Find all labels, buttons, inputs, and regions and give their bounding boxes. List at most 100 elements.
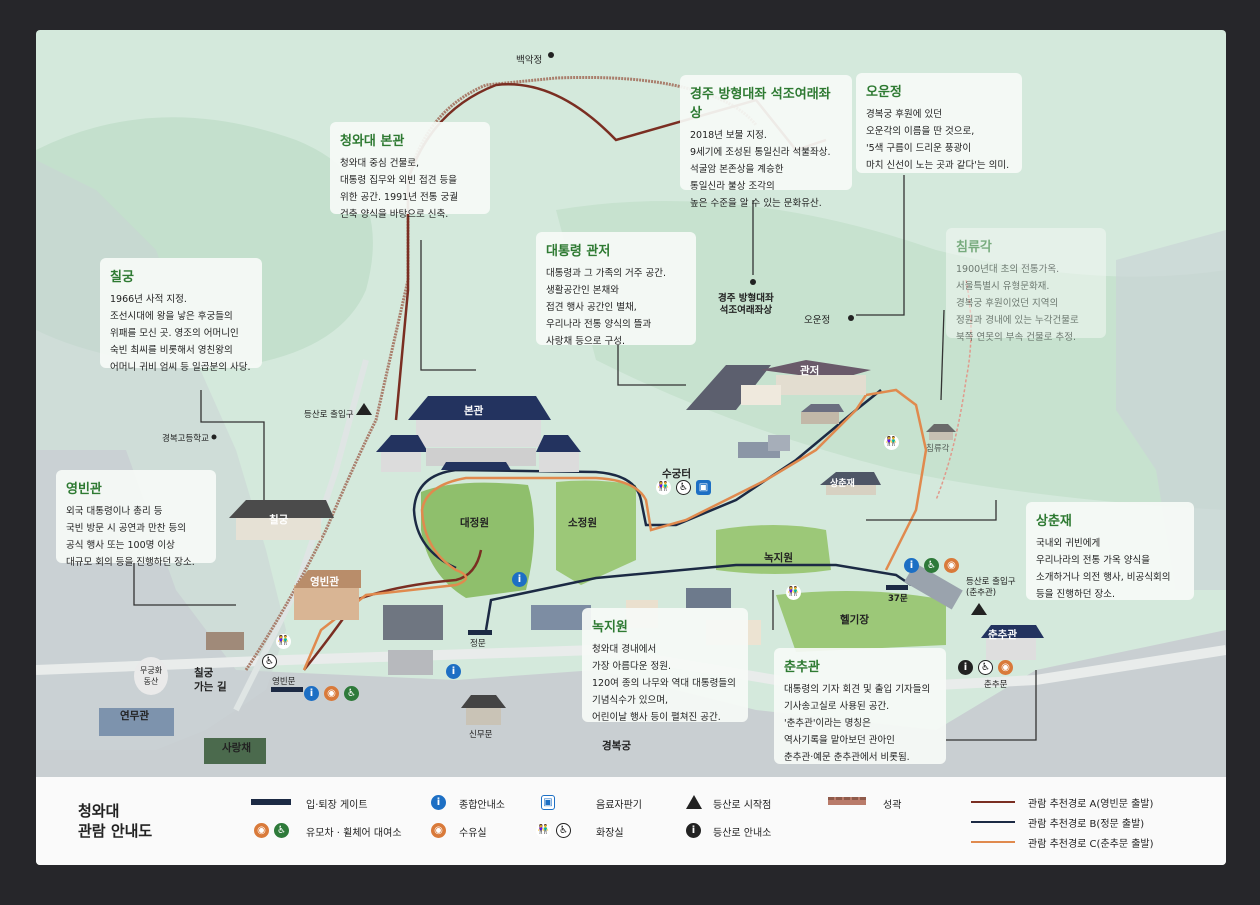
callout-title: 춘추관 [784, 660, 820, 675]
yeonmugwan-building [99, 708, 174, 736]
sugung-building [768, 435, 790, 451]
wheelchair-icon[interactable]: ♿ [676, 480, 691, 495]
label-trailhead-west: 등산로 출입구 [304, 410, 354, 420]
nursing-icon[interactable]: ◉ [998, 660, 1013, 675]
callout-text: 1900년대 초의 전통가옥. 서울특별시 유형문화재. 경복궁 후원이었던 지… [956, 264, 1079, 343]
office-building [531, 605, 591, 630]
map-title-line2: 관람 안내도 [78, 822, 153, 840]
hall-building [206, 632, 244, 650]
route-b-line [412, 389, 912, 631]
chunchugwan-building [981, 625, 1044, 660]
callout-main-hall: 청와대 본관 청와대 중심 건물로, 대통령 집무와 외빈 접견 등을 위한 공… [330, 122, 490, 220]
nursing-icon: ◉ [431, 823, 446, 838]
sarangchae-building [204, 738, 266, 764]
trail-info-icon: i [686, 823, 701, 838]
label-sojeongwon: 소정원 [568, 517, 597, 529]
info-icon[interactable]: i [304, 686, 319, 701]
legend-route-c: 관람 추천경로 C(춘추문 출발) [1028, 839, 1154, 850]
info-icon[interactable]: i [512, 572, 527, 587]
callout-chimnyugak: 침류각 1900년대 초의 전통가옥. 서울특별시 유형문화재. 경복궁 후원이… [946, 228, 1106, 343]
legend-nursing: 수유실 [459, 828, 487, 839]
callout-text: 경복궁 후원에 있던 오운각의 이름을 딴 것으로, '5색 구름이 드리운 풍… [866, 109, 1010, 171]
fortress-icon [828, 797, 866, 805]
label-trailhead-east: 등산로 출입구 (춘추관) [966, 577, 1016, 598]
callout-text: 대통령과 그 가족의 거주 공간. 생활공간인 본채와 접견 행사 공간인 별채… [546, 268, 666, 347]
nokjiwon-lawn [716, 525, 831, 574]
legend-vending: 음료자판기 [596, 800, 642, 811]
legend-info: 종합안내소 [459, 800, 505, 811]
wheelchair-icon: ♿ [556, 823, 571, 838]
label-sarangchae: 사랑채 [222, 742, 251, 754]
wheelchair-icon[interactable]: ♿ [924, 558, 939, 573]
stroller-icon[interactable]: ◉ [944, 558, 959, 573]
restroom-icon[interactable]: 👫 [884, 435, 899, 450]
mountain-icon [356, 403, 372, 415]
restroom-icon[interactable]: 👫 [786, 585, 801, 600]
legend-trail-info: 등산로 안내소 [713, 828, 772, 839]
stroller-icon[interactable]: ◉ [324, 686, 339, 701]
legend-stroller: 유모차 · 휠체어 대여소 [306, 828, 402, 839]
label-chunchugwan: 춘추관 [988, 629, 1017, 641]
wheelchair-icon[interactable]: ♿ [344, 686, 359, 701]
callout-text: 2018년 보물 지정. 9세기에 조성된 통일신라 석불좌상. 석굴암 본존상… [690, 130, 831, 209]
gate-swatch [251, 799, 291, 805]
wheelchair-icon[interactable]: ♿ [262, 654, 277, 669]
label-buddha: 경주 방형대좌 석조여래좌상 [718, 293, 774, 316]
callout-text: 청와대 중심 건물로, 대통령 집무와 외빈 접견 등을 위한 공간. 1991… [340, 158, 458, 220]
label-to-chilgung: 칠궁 가는 길 [194, 667, 227, 693]
trail-info-icon[interactable]: i [958, 660, 973, 675]
label-sangchunjae: 상춘재 [830, 479, 855, 489]
wheelchair-icon: ♿ [274, 823, 289, 838]
callout-title: 침류각 [956, 240, 992, 255]
chilgung-building [229, 500, 334, 540]
restroom-icon[interactable]: 👫 [276, 634, 291, 649]
point-markers [211, 52, 854, 440]
label-gyeongbokgung: 경복궁 [602, 740, 631, 752]
map-title: 청와대 관람 안내도 [78, 801, 152, 841]
vending-icon[interactable]: ▣ [696, 480, 711, 495]
wheelchair-icon[interactable]: ♿ [978, 660, 993, 675]
info-icon[interactable]: i [446, 664, 461, 679]
residence-buildings [686, 360, 871, 424]
legend-trail-start: 등산로 시작점 [713, 800, 772, 811]
label-chimnyugak: 침류각 [926, 444, 950, 454]
map-title-line1: 청와대 [78, 802, 120, 820]
gate-bar [468, 630, 492, 635]
main-hall-building [376, 396, 581, 472]
callout-title: 상춘재 [1036, 514, 1072, 529]
office-building [383, 605, 443, 640]
callout-text: 청와대 경내에서 가장 아름다운 정원. 120여 종의 나무와 역대 대통령들… [592, 644, 736, 723]
callout-title: 녹지원 [592, 620, 628, 635]
callout-nokjiwon: 녹지원 청와대 경내에서 가장 아름다운 정원. 120여 종의 나무와 역대 … [582, 608, 748, 723]
callout-residence: 대통령 관저 대통령과 그 가족의 거주 공간. 생활공간인 본채와 접견 행사… [536, 232, 696, 347]
label-helipad: 헬기장 [840, 614, 869, 626]
callout-title: 칠궁 [110, 270, 134, 285]
callout-chilgung: 칠궁 1966년 사적 지정. 조선시대에 왕을 낳은 후궁들의 위패를 모신 … [100, 258, 262, 373]
urban-east [1116, 230, 1226, 590]
label-gyeongbok-hs: 경복고등학교 [162, 434, 209, 444]
callout-text: 국내외 귀빈에게 우리나라의 전통 가옥 양식을 소개하거나 의전 행사, 비공… [1036, 538, 1171, 600]
info-icon[interactable]: i [904, 558, 919, 573]
label-yeongbinmun: 영빈문 [272, 677, 296, 687]
label-residence: 관저 [800, 365, 820, 377]
label-main-hall: 본관 [464, 405, 484, 417]
mountain-icon [686, 795, 702, 809]
sangchunjae-building [820, 472, 881, 495]
route-a-swatch [971, 801, 1015, 803]
callout-sangchunjae: 상춘재 국내외 귀빈에게 우리나라의 전통 가옥 양식을 소개하거나 의전 행사… [1026, 502, 1194, 600]
gate-bar [886, 585, 908, 590]
office-building [388, 650, 433, 675]
label-chunchumun: 춘추문 [984, 680, 1008, 690]
callout-title: 영빈관 [66, 482, 102, 497]
legend-route-a: 관람 추천경로 A(영빈문 출발) [1028, 799, 1154, 810]
restroom-icon[interactable]: 👫 [656, 480, 671, 495]
route-c-swatch [971, 841, 1015, 843]
yeongbingwan-building [294, 570, 361, 620]
office-building [686, 588, 731, 608]
callout-chunchugwan: 춘추관 대통령의 기자 회견 및 출입 기자들의 기사송고실로 사용된 공간. … [774, 648, 946, 764]
callout-yeongbingwan: 영빈관 외국 대통령이나 총리 등 국빈 방문 시 공연과 만찬 등의 공식 행… [56, 470, 216, 568]
info-icon: i [431, 795, 446, 810]
map-card: 청와대 본관 청와대 중심 건물로, 대통령 집무와 외빈 접견 등을 위한 공… [36, 30, 1226, 865]
label-gate-37: 37문 [888, 594, 908, 604]
urban-west [36, 160, 286, 750]
